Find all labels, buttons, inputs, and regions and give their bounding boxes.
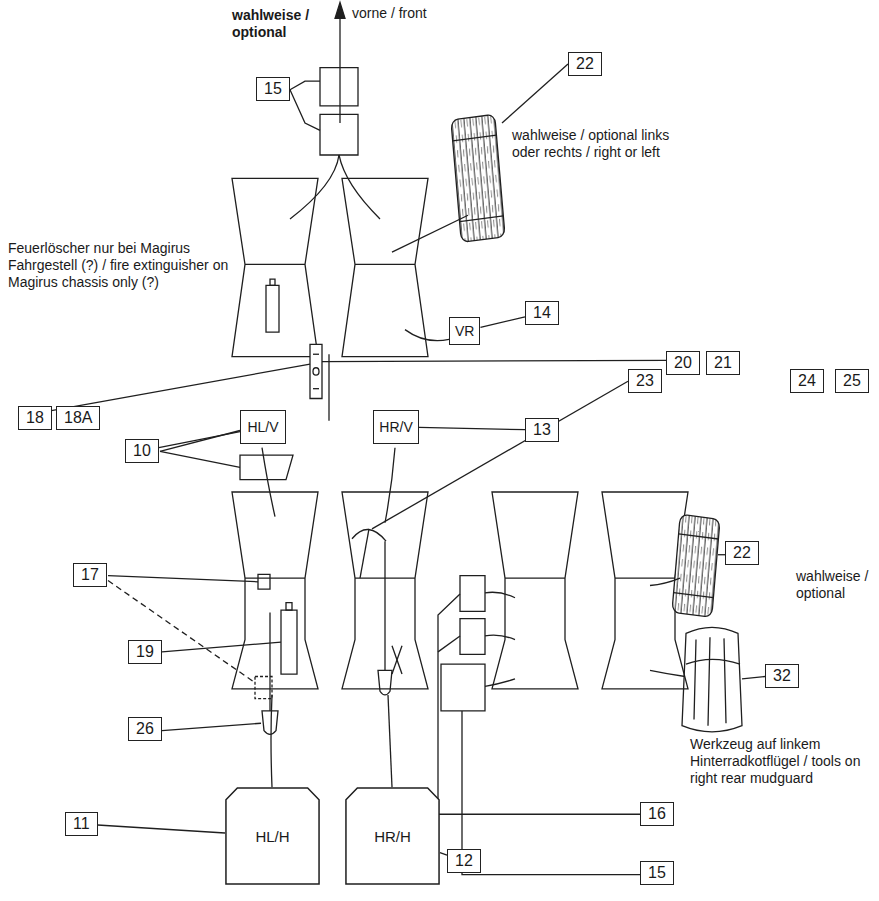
note-text: vorne / front: [352, 5, 427, 21]
position-box: HR/V: [373, 410, 419, 444]
callout-number: 18: [18, 406, 52, 430]
callout-number: 15: [256, 77, 290, 101]
callout-text: 13: [533, 421, 551, 439]
note-text: wahlweise / optional links oder rechts /…: [512, 127, 669, 160]
callout-number: 14: [525, 301, 559, 325]
callout-number: 19: [128, 640, 162, 664]
callout-text: 14: [533, 304, 551, 322]
callout-text: 21: [714, 354, 732, 372]
position-box: HL/V: [240, 410, 286, 444]
leader-line: [419, 427, 525, 429]
position-box: HL/H: [225, 787, 320, 885]
callout-text: 24: [798, 372, 816, 390]
note-label-box: wahlweise / optional links oder rechts /…: [512, 127, 672, 161]
position-box: HR/H: [345, 787, 440, 885]
callout-number: 11: [65, 812, 98, 836]
callout-text: 19: [136, 643, 154, 661]
callout-text: 32: [773, 667, 791, 685]
callout-text: 15: [264, 80, 282, 98]
callout-text: 22: [733, 544, 751, 562]
note-label-box: Feuerlöscher nur bei Magirus Fahrgestell…: [8, 240, 233, 291]
leader-line: [480, 317, 525, 327]
note-label-box: vorne / front: [352, 5, 462, 22]
callout-number: 21: [706, 351, 740, 375]
callout-number: 13: [525, 418, 559, 442]
position-text: HL/V: [247, 419, 278, 435]
callout-text: 11: [73, 815, 90, 833]
note-label-box: wahlweise / optional: [796, 568, 876, 602]
callout-text: 25: [843, 372, 861, 390]
callout-text: 10: [133, 442, 151, 460]
callout-text: 15: [648, 864, 666, 882]
callout-text: 18A: [64, 409, 92, 427]
position-text: HR/V: [379, 419, 412, 435]
callout-text: 22: [576, 55, 594, 73]
note-text: wahlweise / optional: [796, 568, 868, 601]
callout-number: 26: [128, 717, 162, 741]
callout-text: 18: [26, 409, 44, 427]
callout-text: 17: [81, 566, 99, 584]
note-label-box: Werkzeug auf linkem Hinterradkotflügel /…: [690, 736, 872, 787]
leader-line: [440, 853, 447, 855]
callout-number: 17: [73, 563, 107, 587]
callout-text: 16: [648, 805, 666, 823]
callout-number: 18A: [56, 406, 100, 430]
position-box: VR: [449, 317, 480, 345]
position-text: HL/H: [255, 828, 289, 845]
callout-number: 24: [790, 369, 824, 393]
callout-number: 15: [640, 861, 674, 885]
callout-number: 32: [765, 664, 799, 688]
callout-number: 23: [628, 369, 662, 393]
position-text: VR: [455, 323, 474, 339]
leader-line: [98, 825, 225, 833]
callout-number: 10: [125, 439, 159, 463]
callout-number: 22: [725, 541, 759, 565]
callout-number: 12: [447, 849, 481, 873]
callout-text: 20: [674, 354, 692, 372]
callout-text: 12: [455, 852, 473, 870]
note-text: wahlweise / optional: [232, 7, 309, 40]
callout-number: 16: [640, 802, 674, 826]
position-text: HR/H: [374, 828, 411, 845]
callout-text: 23: [636, 372, 654, 390]
note-label-box: wahlweise / optional: [232, 7, 332, 41]
callout-number: 22: [568, 52, 602, 76]
callout-number: 25: [835, 369, 869, 393]
leader-line: [159, 432, 240, 448]
callout-text: 26: [136, 720, 154, 738]
note-text: Werkzeug auf linkem Hinterradkotflügel /…: [690, 736, 860, 786]
callout-number: 20: [666, 351, 700, 375]
note-text: Feuerlöscher nur bei Magirus Fahrgestell…: [8, 240, 228, 290]
